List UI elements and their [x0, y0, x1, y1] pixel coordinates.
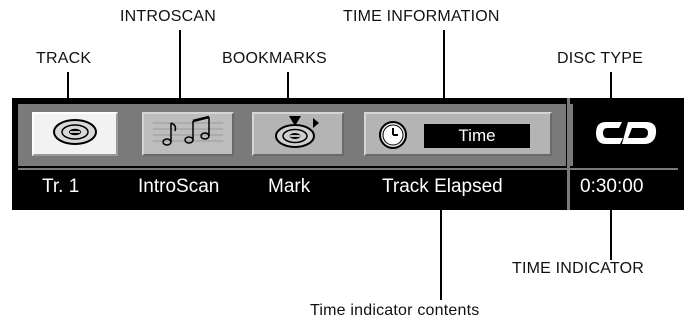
leader-bookmarks: [287, 72, 289, 110]
callout-time-indicator: TIME INDICATOR: [512, 260, 644, 277]
callout-time-indicator-contents: Time indicator contents: [310, 302, 480, 319]
callout-bookmarks: BOOKMARKS: [222, 50, 327, 67]
time-indicator-value: 0:30:00: [580, 176, 644, 197]
disc-icon: [52, 117, 98, 152]
cd-display-panel: Time Tr. 1 IntroScan Mark Track Elapsed …: [12, 98, 684, 210]
music-notes-icon: [153, 115, 223, 154]
bookmark-disc-icon: [273, 114, 323, 155]
leader-introscan: [179, 30, 181, 108]
cd-logo: [592, 119, 660, 152]
leader-time-indicator-contents: [440, 210, 442, 300]
panel-divider-horizontal: [18, 168, 678, 170]
clock-icon: [378, 120, 408, 155]
leader-time-indicator: [610, 210, 612, 260]
panel-divider-vertical: [567, 98, 570, 210]
track-button[interactable]: [32, 112, 118, 156]
introscan-label: IntroScan: [138, 176, 220, 197]
introscan-button[interactable]: [142, 112, 234, 156]
callout-introscan: INTROSCAN: [120, 8, 217, 25]
time-mode-label: Track Elapsed: [382, 176, 503, 197]
callout-time-information: TIME INFORMATION: [343, 8, 500, 25]
callout-disc-type: DISC TYPE: [557, 50, 643, 67]
status-label-row: Tr. 1 IntroScan Mark Track Elapsed 0:30:…: [12, 170, 684, 208]
leader-time-information: [443, 30, 445, 120]
time-display-field: Time: [424, 124, 530, 148]
bookmarks-button[interactable]: [252, 112, 344, 156]
callout-track: TRACK: [36, 50, 92, 67]
time-information-button[interactable]: Time: [364, 112, 552, 156]
track-number-label: Tr. 1: [42, 176, 80, 197]
leader-disc-type: [610, 72, 612, 122]
disc-type-indicator: [570, 104, 678, 166]
mark-label: Mark: [268, 176, 311, 197]
button-well: Time: [18, 104, 566, 166]
